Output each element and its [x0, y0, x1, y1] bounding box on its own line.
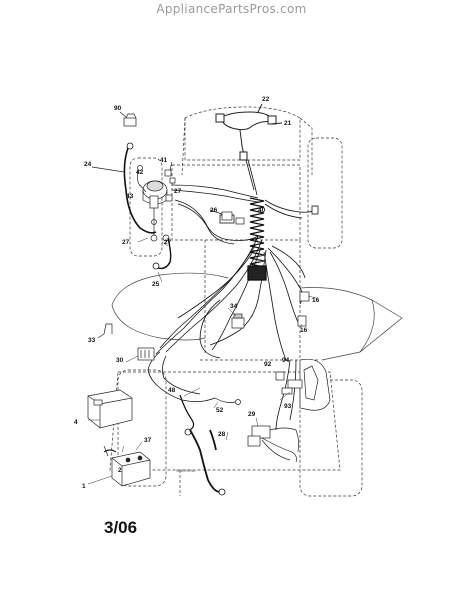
part-29-solenoid	[247, 425, 300, 463]
callout-24: 24	[84, 161, 92, 168]
callout-2: 2	[118, 467, 122, 474]
callout-27-c: 27	[164, 239, 172, 246]
callout-16-a: 16	[312, 297, 320, 304]
part-43-ignition-switch	[136, 165, 170, 242]
date-code: 3/06	[104, 518, 138, 537]
callout-28: 28	[218, 431, 226, 438]
callout-48: 48	[168, 387, 176, 394]
part-30-connector	[137, 347, 155, 361]
callout-27-a: 27	[174, 188, 182, 195]
callout-21: 21	[284, 120, 292, 127]
callout-29: 29	[248, 411, 256, 418]
part-41-fasteners	[164, 161, 176, 202]
callout-1: 1	[82, 483, 86, 490]
callout-26: 26	[210, 207, 218, 214]
callout-25: 25	[152, 281, 160, 288]
site-watermark: AppliancePartsPros.com	[156, 2, 307, 16]
callout-34: 34	[230, 303, 238, 310]
part-4-battery-tray	[87, 389, 133, 429]
subj-vend-stamp: SUBJ/VEND	[176, 469, 196, 473]
callout-30: 30	[116, 357, 124, 364]
part-25-cable	[152, 237, 172, 270]
callout-40: 40	[258, 207, 266, 214]
part-94-seat-switch	[275, 358, 331, 411]
callout-92: 92	[264, 361, 272, 368]
callout-4: 4	[74, 419, 78, 426]
callout-94: 94	[282, 357, 290, 364]
part-26-connector	[209, 209, 245, 225]
callout-27-b: 27	[122, 239, 130, 246]
part-48-cable	[179, 394, 195, 436]
callout-93: 93	[284, 403, 292, 410]
callout-43: 43	[126, 193, 134, 200]
callout-33: 33	[88, 337, 96, 344]
callout-41: 41	[160, 157, 168, 164]
leader-lines	[87, 237, 317, 485]
callout-16-b: 16	[300, 327, 308, 334]
part-24-cable	[123, 142, 157, 234]
callout-90: 90	[114, 105, 122, 112]
part-40-coil	[247, 197, 267, 281]
callout-22: 22	[262, 96, 270, 103]
part-52-cable	[214, 397, 241, 405]
tractor-outline	[109, 106, 363, 497]
part-1-battery	[103, 445, 151, 487]
part-28-cable	[189, 429, 226, 496]
callout-52: 52	[216, 407, 224, 414]
part-33-bracket	[97, 323, 113, 339]
part-34-switch	[231, 313, 245, 329]
callout-labels: 90 22 21 24 42 41 27 43 26 40 27 27 25 3…	[74, 96, 320, 490]
part-22-harness	[215, 103, 283, 161]
callout-42: 42	[136, 169, 144, 176]
fender-outline	[111, 272, 403, 361]
part-90-connector	[119, 111, 137, 127]
callout-37: 37	[144, 437, 152, 444]
